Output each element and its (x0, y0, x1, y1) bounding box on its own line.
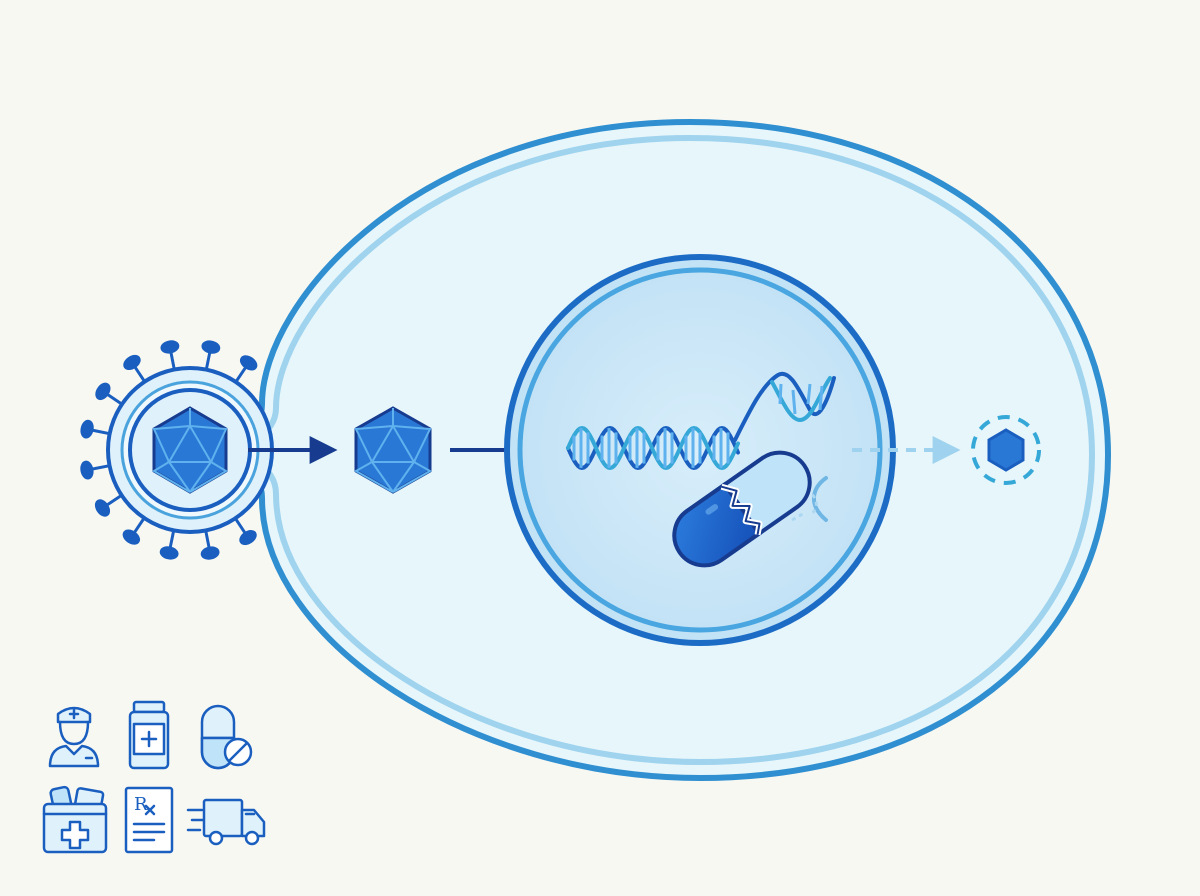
virus-spike (204, 530, 211, 549)
virus-spike-tip (123, 354, 141, 371)
virus-spike-tip (94, 499, 111, 517)
virus-capsid (152, 406, 228, 494)
cell-membrane-inner (248, 134, 1096, 766)
virus-spike-tip (239, 355, 258, 371)
broken-pill-icon (672, 450, 812, 568)
virus-spike-tip (95, 382, 111, 401)
doctor-icon (48, 706, 100, 768)
virus-spike-tip (239, 529, 257, 546)
delivery-truck-icon (186, 798, 266, 846)
virus-spike (169, 351, 176, 370)
icon-legend: R (42, 700, 266, 854)
svg-text:R: R (134, 794, 148, 815)
virus-spikes (80, 340, 258, 560)
virus-icon (80, 340, 274, 560)
virus-spike-tip (160, 340, 180, 354)
virus-spike (234, 517, 247, 535)
virus-spike (133, 365, 146, 383)
virus-spike (132, 517, 146, 534)
dna-base-pairs (572, 428, 730, 468)
virus-spike (204, 351, 212, 370)
dna-strand-b (566, 425, 740, 471)
virus-spike-tip (80, 460, 94, 480)
dna-helix-icon (566, 371, 836, 471)
medicine-bottle-icon (128, 700, 170, 770)
virus-spike (91, 464, 110, 471)
faded-virion-icon (971, 415, 1041, 485)
medical-kit-icon (42, 785, 108, 854)
virus-spike-tip (201, 340, 221, 354)
virus-spike (168, 530, 176, 549)
virus-spike (106, 392, 123, 406)
capsid-icon (353, 406, 433, 494)
virus-spike-tip (200, 546, 220, 560)
pill-no-icon (200, 704, 253, 770)
virus-spike (105, 494, 123, 507)
prescription-icon: R (124, 786, 174, 854)
virus-spike-tip (122, 529, 141, 545)
virus-spike-tip (80, 419, 94, 439)
virus-spike (91, 428, 110, 436)
dna-branch-strand (733, 371, 836, 442)
virus-spike-tip (159, 546, 179, 560)
virus-spike (234, 366, 248, 383)
